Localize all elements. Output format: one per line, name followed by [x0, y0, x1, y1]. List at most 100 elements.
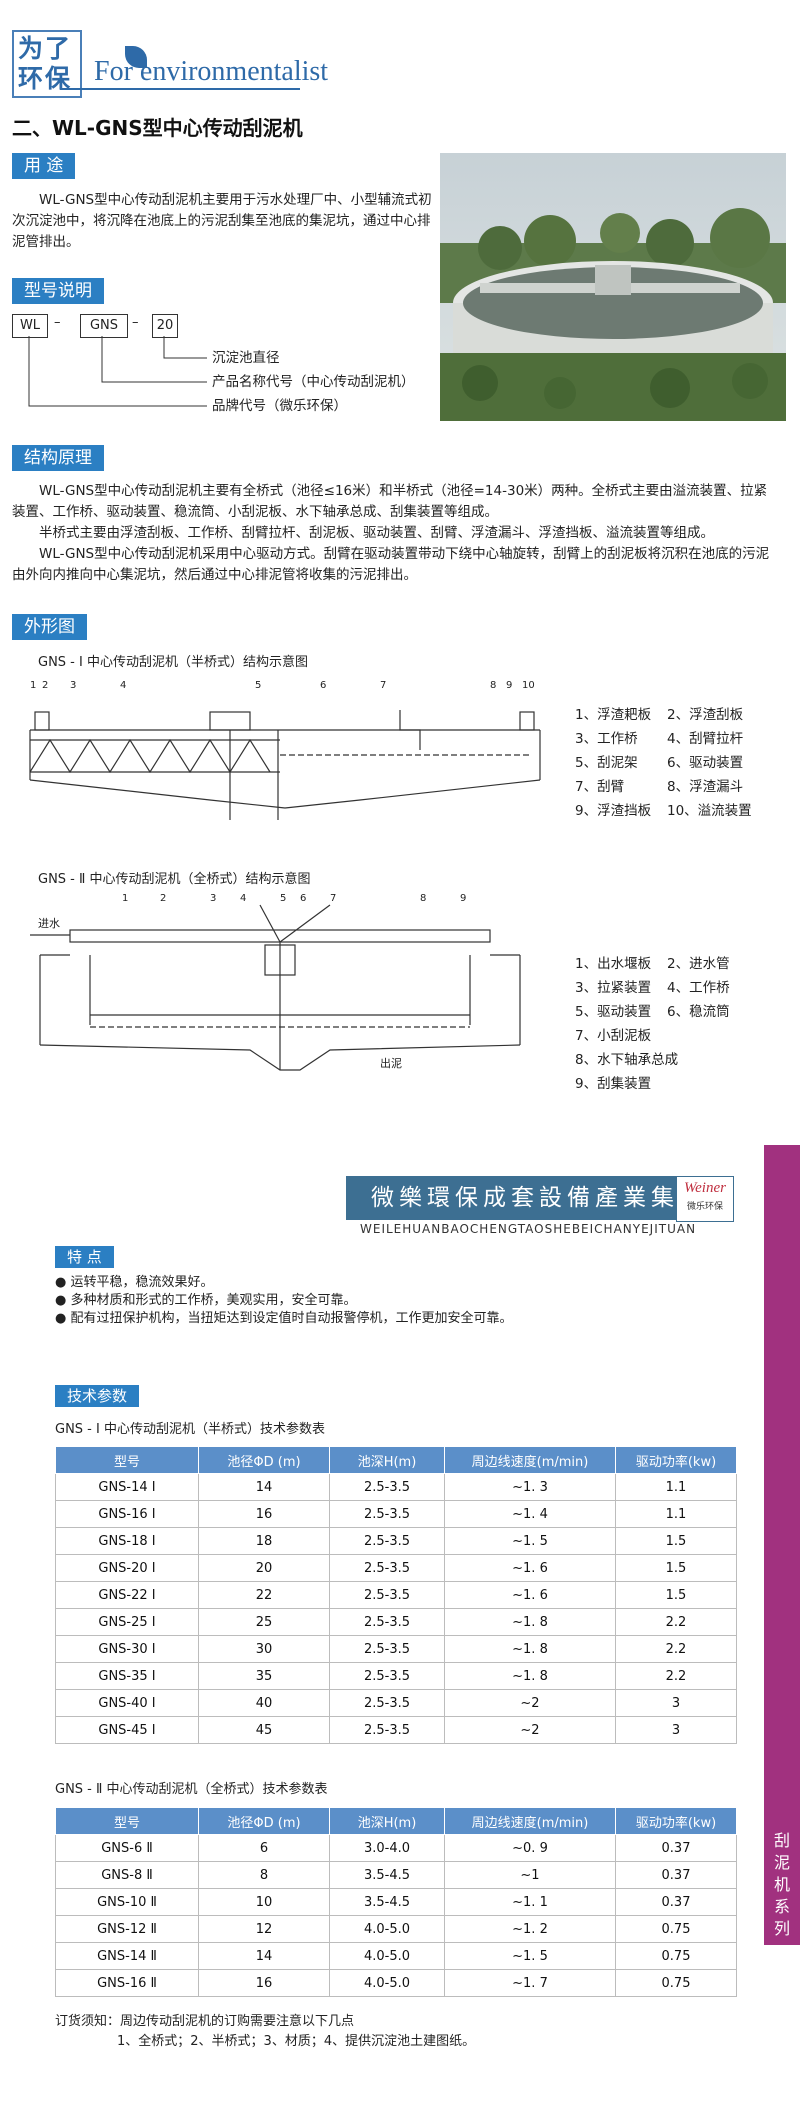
- legend-item: 3、工作桥: [575, 731, 638, 747]
- usage-heading: 用 途: [12, 153, 76, 179]
- brand-logo: Weiner 微乐环保: [676, 1176, 734, 1222]
- table-cell: ~2: [444, 1716, 616, 1744]
- inlet-label: 进水: [38, 917, 60, 930]
- diagram1-half-bridge: [29, 710, 541, 820]
- table-cell: 0.37: [615, 1861, 737, 1889]
- callout-number: 10: [522, 680, 535, 691]
- brand-banner: 微樂環保成套設備產業集團: [346, 1176, 732, 1220]
- model-heading: 型号说明: [12, 278, 104, 304]
- page-title: 二、WL-GNS型中心传动刮泥机: [12, 116, 303, 140]
- callout-number: 8: [420, 893, 427, 904]
- appearance-heading: 外形图: [12, 614, 87, 640]
- table-cell: GNS-6 Ⅱ: [55, 1834, 199, 1862]
- legend-item: 1、出水堰板: [575, 956, 652, 972]
- brand-logo-sub: 微乐环保: [686, 1201, 723, 1211]
- table-cell: ~1. 3: [444, 1473, 616, 1501]
- order-note: 订货须知：周边传动刮泥机的订购需要注意以下几点 1、全桥式；2、半桥式；3、材质…: [55, 2012, 695, 2052]
- table-cell: GNS-45 Ⅰ: [55, 1716, 199, 1744]
- model-leader-lines: [28, 336, 207, 407]
- model-box-product: GNS: [80, 314, 128, 338]
- callout-number: 1: [122, 893, 129, 904]
- table-cell: GNS-14 Ⅰ: [55, 1473, 199, 1501]
- table-cell: 22: [198, 1581, 330, 1609]
- features-list: ● 运转平稳，稳流效果好。 ● 多种材质和形式的工作桥，美观实用，安全可靠。 ●…: [55, 1274, 655, 1328]
- table-cell: 6: [198, 1834, 330, 1862]
- table-cell: GNS-22 Ⅰ: [55, 1581, 199, 1609]
- table-header: 周边线速度(m/min): [444, 1807, 616, 1835]
- table-cell: 2.5-3.5: [329, 1554, 445, 1582]
- structure-heading: 结构原理: [12, 445, 104, 471]
- table-cell: 3.5-4.5: [329, 1888, 445, 1916]
- table-header: 型号: [55, 1446, 199, 1474]
- legend-item: 6、稳流筒: [667, 1004, 730, 1020]
- structure-paragraph: 半桥式主要由浮渣刮板、工作桥、刮臂拉杆、刮泥板、驱动装置、刮臂、浮渣漏斗、浮渣挡…: [39, 525, 714, 541]
- logo-cn-line1: 为了: [18, 34, 73, 63]
- table-cell: GNS-14 Ⅱ: [55, 1942, 199, 1970]
- table-cell: 3.0-4.0: [329, 1834, 445, 1862]
- legend-item: 5、驱动装置: [575, 1004, 652, 1020]
- table-cell: 2.5-3.5: [329, 1662, 445, 1690]
- params-heading: 技术参数: [55, 1385, 140, 1407]
- table-cell: 3: [615, 1716, 737, 1744]
- table-cell: 14: [198, 1942, 330, 1970]
- table-cell: 2.5-3.5: [329, 1689, 445, 1717]
- usage-text: WL-GNS型中心传动刮泥机主要用于污水处理厂中、小型辅流式初次沉淀池中，将沉降…: [12, 192, 432, 250]
- table-cell: GNS-16 Ⅰ: [55, 1500, 199, 1528]
- legend-item: 7、小刮泥板: [575, 1028, 652, 1044]
- table-cell: GNS-20 Ⅰ: [55, 1554, 199, 1582]
- table-cell: 18: [198, 1527, 330, 1555]
- table-cell: 3: [615, 1689, 737, 1717]
- table-cell: 1.5: [615, 1527, 737, 1555]
- table-cell: ~1. 7: [444, 1969, 616, 1997]
- table-cell: 2.5-3.5: [329, 1716, 445, 1744]
- table2-title: GNS - Ⅱ 中心传动刮泥机（全桥式）技术参数表: [55, 1782, 328, 1797]
- table-cell: GNS-30 Ⅰ: [55, 1635, 199, 1663]
- callout-number: 7: [330, 893, 337, 904]
- logo-tagline: For environmentalist: [94, 56, 329, 87]
- table-cell: GNS-16 Ⅱ: [55, 1969, 199, 1997]
- table-cell: 0.75: [615, 1915, 737, 1943]
- model-label-brand: 品牌代号（微乐环保）: [212, 398, 347, 414]
- table-cell: 40: [198, 1689, 330, 1717]
- model-box-diameter: 20: [152, 314, 178, 338]
- legend-item: 2、进水管: [667, 956, 730, 972]
- table-cell: 1.1: [615, 1500, 737, 1528]
- table-cell: 2.2: [615, 1662, 737, 1690]
- table-cell: 4.0-5.0: [329, 1915, 445, 1943]
- side-ribbon-label: 刮泥机系列: [773, 1831, 790, 1938]
- diagram1-callouts: 1 2 3 4 5 6 7 8 9 10: [20, 680, 550, 710]
- legend-item: 10、溢流装置: [667, 803, 752, 819]
- table-cell: ~1. 4: [444, 1500, 616, 1528]
- header-divider: [60, 88, 300, 90]
- side-ribbon: [764, 1145, 800, 1945]
- structure-paragraph: WL-GNS型中心传动刮泥机采用中心驱动方式。刮臂在驱动装置带动下绕中心轴旋转，…: [12, 546, 770, 583]
- table-header: 周边线速度(m/min): [444, 1446, 616, 1474]
- table-cell: GNS-35 Ⅰ: [55, 1662, 199, 1690]
- callout-number: 7: [380, 680, 387, 691]
- table-header: 驱动功率(kw): [615, 1807, 737, 1835]
- diagram1-title: GNS - Ⅰ 中心传动刮泥机（半桥式）结构示意图: [38, 655, 308, 670]
- callout-number: 1: [30, 680, 37, 691]
- brand-logo-text: Weiner: [684, 1180, 726, 1196]
- model-label-diameter: 沉淀池直径: [212, 350, 280, 366]
- order-note-line2: 1、全桥式；2、半桥式；3、材质；4、提供沉淀池土建图纸。: [117, 2034, 476, 2049]
- table-cell: 0.75: [615, 1969, 737, 1997]
- table-cell: 14: [198, 1473, 330, 1501]
- table-cell: ~1. 1: [444, 1888, 616, 1916]
- feature-item: ● 配有过扭保护机构，当扭矩达到设定值时自动报警停机，工作更加安全可靠。: [55, 1311, 513, 1326]
- legend-item: 7、刮臂: [575, 779, 625, 795]
- outlet-label: 出泥: [380, 1057, 402, 1070]
- table-header: 池径ΦD (m): [198, 1446, 330, 1474]
- table-cell: ~2: [444, 1689, 616, 1717]
- diagram2-full-bridge: [30, 904, 521, 1071]
- table-cell: 1.5: [615, 1554, 737, 1582]
- diagram2-callouts: 1 2 3 4 5 6 7 8 9 进水 出泥: [30, 893, 550, 1078]
